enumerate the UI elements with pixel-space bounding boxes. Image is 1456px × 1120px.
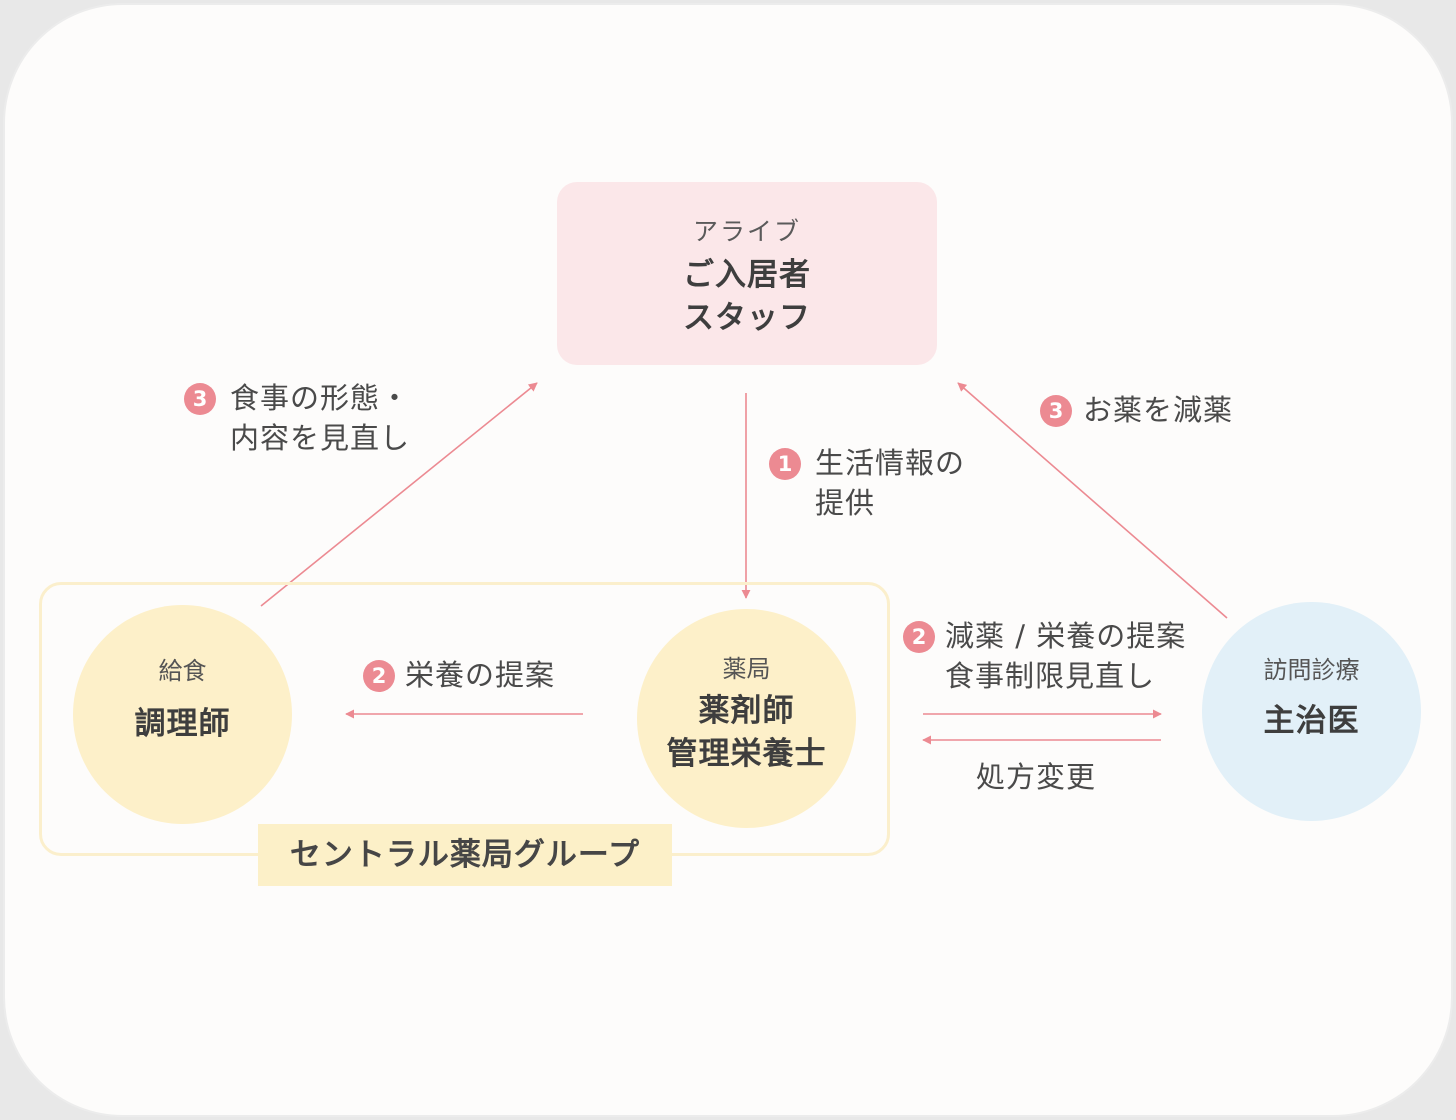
residents-box-subtitle: アライブ [692,217,801,246]
pharmacy-node-title: 薬剤師 管理栄養士 [637,690,856,776]
pharmacy-group-label: セントラル薬局グループ [258,824,672,886]
flow-info-line1: 生活情報の [815,446,966,480]
step-badge-1: 1 [769,448,801,480]
residents-box-title-line2: スタッフ [683,300,811,336]
flow-info-line2: 提供 [815,486,876,520]
flow-from-doctor-label: 処方変更 [976,760,1097,794]
diagram-card [3,3,1453,1117]
residents-staff-box: アライブ ご入居者 スタッフ [557,182,937,365]
pharmacy-node-title-line1: 薬剤師 [698,693,795,729]
pharmacy-node-subtitle: 薬局 [722,655,771,683]
pharmacy-node: 薬局 薬剤師 管理栄養士 [637,609,856,828]
step-badge-3-meal: 3 [184,383,216,415]
cook-node-subtitle: 給食 [158,657,207,685]
cook-node-title: 調理師 [134,706,231,742]
flow-to-doctor-label: 減薬 / 栄養の提案 食事制限見直し [945,616,1186,696]
step-badge-3-meds: 3 [1040,395,1072,427]
flow-meal-review-line1: 食事の形態・ [230,381,411,415]
step-badge-2-cook: 2 [363,660,395,692]
cook-node: 給食 調理師 [73,605,292,824]
residents-box-title: ご入居者 スタッフ [557,254,937,340]
flow-to-doctor-line1: 減薬 / 栄養の提案 [945,619,1187,653]
doctor-node: 訪問診療 主治医 [1202,602,1421,821]
doctor-node-title: 主治医 [1263,703,1360,739]
flow-nutrition-label: 栄養の提案 [405,658,556,692]
pharmacy-node-title-line2: 管理栄養士 [666,736,827,772]
flow-reduce-meds-label: お薬を減薬 [1083,393,1234,427]
residents-box-title-line1: ご入居者 [683,257,811,293]
flow-info-label: 生活情報の 提供 [815,443,965,523]
flow-meal-review-label: 食事の形態・ 内容を見直し [230,378,410,458]
doctor-node-subtitle: 訪問診療 [1263,656,1360,684]
flow-to-doctor-line2: 食事制限見直し [945,659,1156,693]
step-badge-2-doctor: 2 [903,621,935,653]
flow-meal-review-line2: 内容を見直し [230,421,411,455]
